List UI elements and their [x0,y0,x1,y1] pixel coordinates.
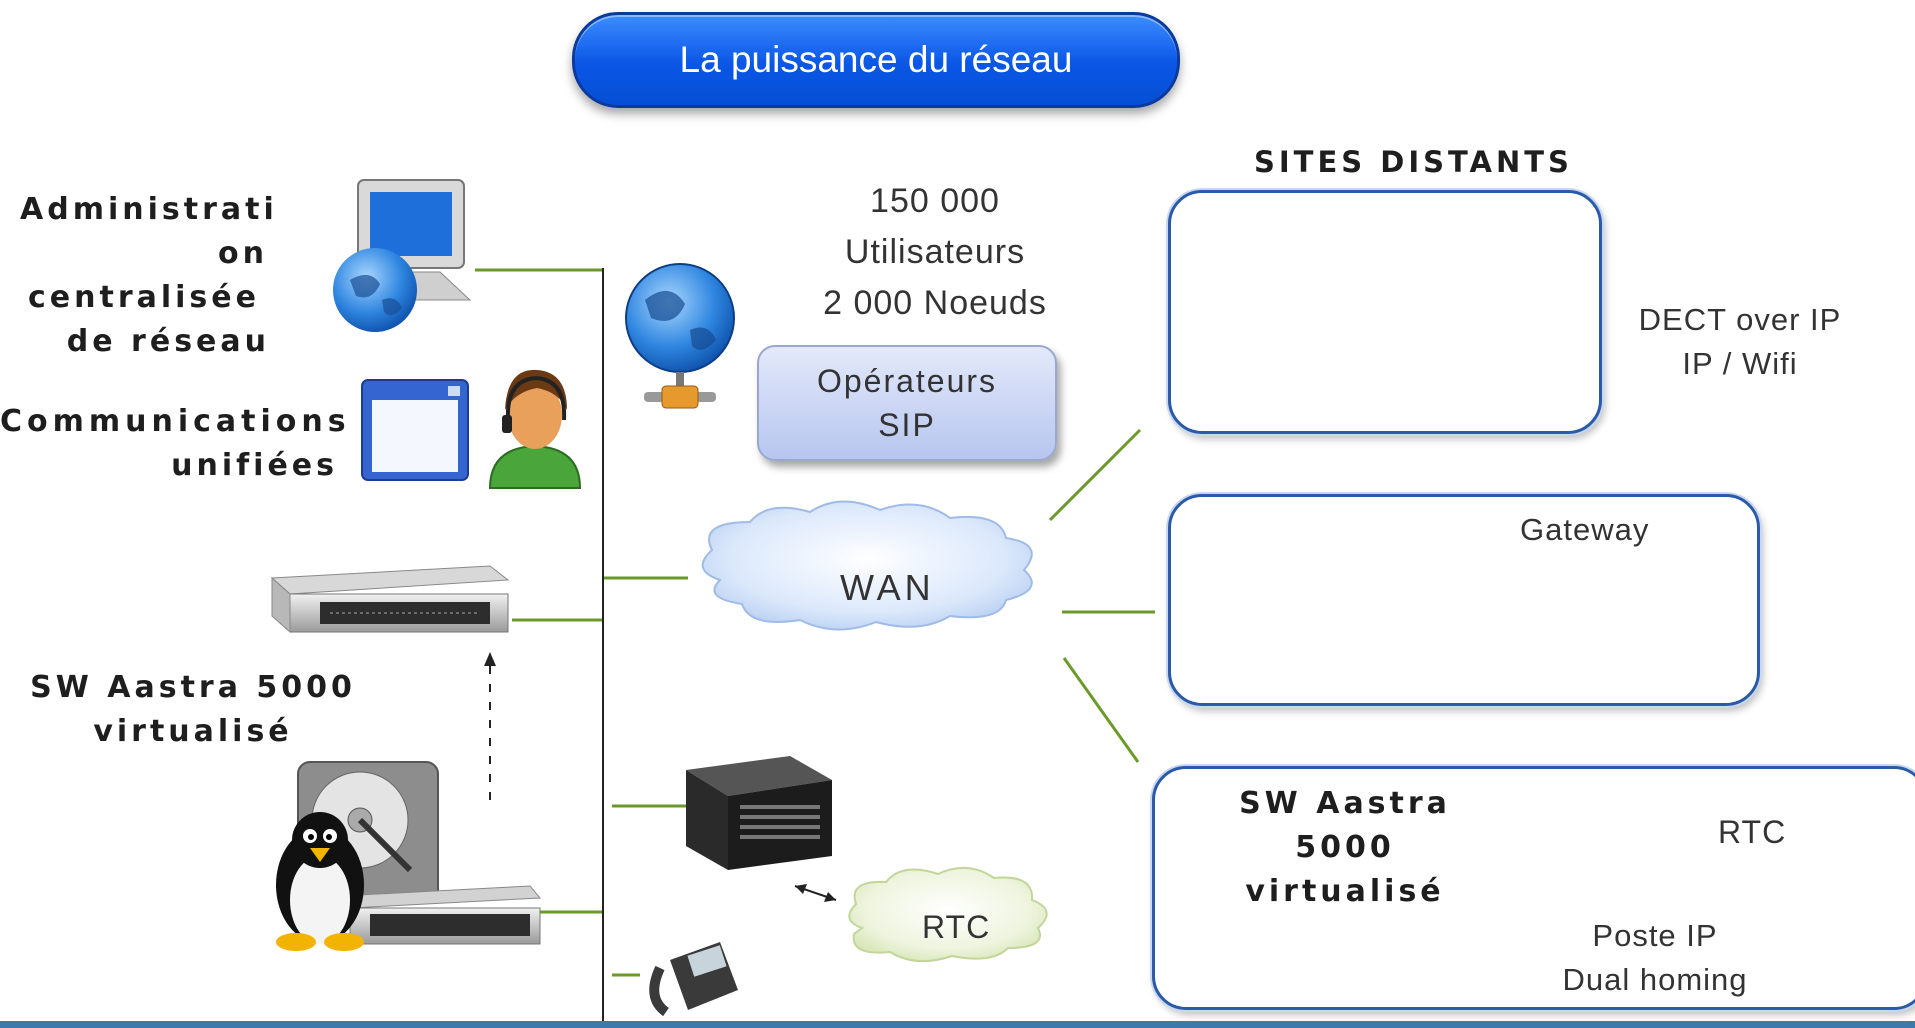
footer-bar [0,1021,1915,1028]
poste-ip-label: Poste IP Dual homing [1562,918,1748,997]
sip-operators-box: Opérateurs SIP [757,345,1057,461]
unified-comms-label: Communications unifiées [0,404,351,483]
operator-headset-icon [488,369,582,489]
arrow-head-1 [824,892,836,902]
dect-label: DECT over IP IP / Wifi [1638,302,1842,381]
wan-label: WAN [840,567,935,608]
rtc-cloud-center-icon [848,867,1048,963]
stats-block: 150 000 Utilisateurs 2 000 Noeuds [780,175,1090,329]
link-wan-site1 [1048,428,1142,522]
sip-line2: SIP [878,407,936,443]
rtc-center-label: RTC [922,909,991,945]
monitor-globe-icon [333,179,472,332]
ip-phone-center-icon [649,942,738,1017]
sip-line1: Opérateurs [816,363,998,399]
site-dect [1168,190,1602,434]
migration-arrow-head [484,652,496,666]
application-window-icon [361,379,469,481]
users-count: 150 000 [870,182,1000,220]
wan-cloud-icon [701,500,1033,631]
link-wan-site3 [1062,657,1140,763]
cabinet-pbx-icon [686,756,832,870]
rack-server-icon [270,565,510,634]
users-label: Utilisateurs [844,233,1026,271]
admin-label: Administrati on centralisée de réseau [20,192,278,359]
network-globe-icon [625,263,735,409]
linux-penguin-icon [276,812,364,951]
sw-aastra-label: SW Aastra 5000 virtualisé [30,670,356,749]
rtc-site3-label: RTC [1718,814,1787,850]
gateway-label: Gateway [1520,512,1650,547]
virtual-server-icon [338,885,542,945]
site3-sw-label: SW Aastra 5000 virtualisé [1239,786,1451,909]
title-banner: La puissance du réseau [572,12,1180,108]
arrow-head-2 [795,884,807,894]
site-virtual [1152,766,1915,1010]
site-gateway [1168,494,1760,706]
nodes-count: 2 000 Noeuds [823,284,1047,322]
connection-lines [475,268,1155,977]
sites-heading: SITES DISTANTS [1254,145,1573,179]
